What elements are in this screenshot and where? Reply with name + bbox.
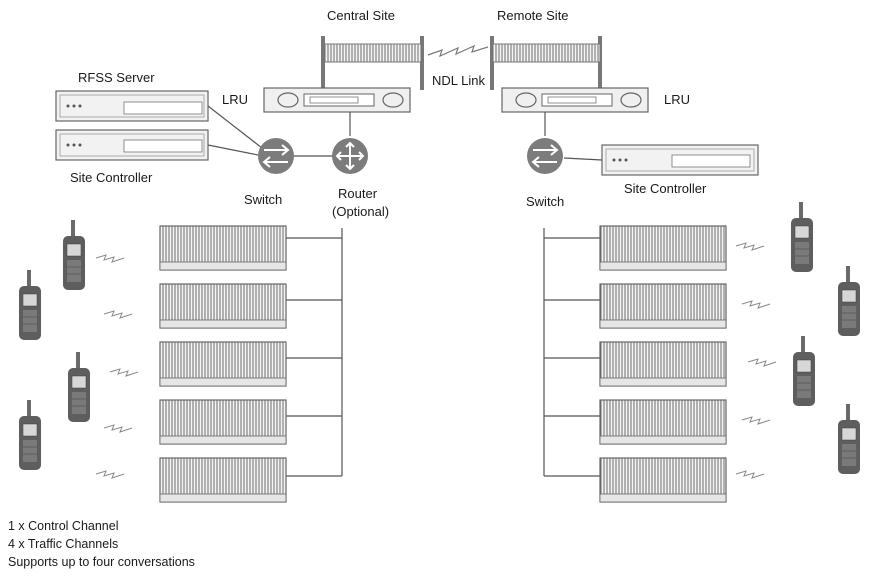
label-lru-right: LRU (664, 92, 690, 107)
radio-signal (741, 416, 771, 425)
switch-left-icon (258, 138, 294, 174)
handheld-radio-icon (837, 403, 861, 475)
repeater-rack (599, 341, 727, 387)
repeater-rack (599, 225, 727, 271)
label-site-controller-left: Site Controller (70, 170, 153, 185)
repeater-rack (159, 283, 287, 329)
handheld-radio-icon (18, 399, 42, 471)
label-router-optional: (Optional) (332, 204, 389, 219)
repeater-rack (159, 341, 287, 387)
radio-signal (735, 242, 765, 251)
radio-signal (103, 424, 133, 433)
repeater-rack (159, 225, 287, 271)
note-conversations: Supports up to four conversations (8, 555, 195, 569)
radio-signal (741, 300, 771, 309)
router-icon (332, 138, 368, 174)
handheld-radio-icon (18, 269, 42, 341)
label-switch-left: Switch (244, 192, 282, 207)
radio-signal (103, 310, 133, 319)
note-control-channel: 1 x Control Channel (8, 519, 119, 533)
radio-signal (735, 470, 765, 479)
label-ndl-link: NDL Link (432, 73, 485, 88)
handheld-radio-icon (792, 335, 816, 407)
site-controller-left (55, 129, 209, 161)
label-rfss-server: RFSS Server (78, 70, 155, 85)
radio-signal (747, 358, 777, 367)
label-remote-site: Remote Site (497, 8, 569, 23)
label-central-site: Central Site (327, 8, 395, 23)
lru-central (263, 87, 411, 113)
radio-signal (109, 368, 139, 377)
repeater-rack (599, 457, 727, 503)
lru-remote (501, 87, 649, 113)
handheld-radio-icon (62, 219, 86, 291)
label-router: Router (338, 186, 378, 201)
radio-signal (95, 470, 125, 479)
label-switch-right: Switch (526, 194, 564, 209)
handheld-radio-icon (790, 201, 814, 273)
note-traffic-channels: 4 x Traffic Channels (8, 537, 119, 551)
radio-signal (95, 254, 125, 263)
central-site-antenna (321, 36, 424, 90)
handheld-radio-icon (67, 351, 91, 423)
label-site-controller-right: Site Controller (624, 181, 707, 196)
switch-right-icon (527, 138, 563, 174)
site-controller-right (601, 144, 759, 176)
connection-lines (207, 105, 603, 477)
rfss-server (55, 90, 209, 122)
label-lru-left: LRU (222, 92, 248, 107)
repeater-rack (599, 399, 727, 445)
handheld-radio-icon (837, 265, 861, 337)
repeater-rack (159, 457, 287, 503)
remote-site-antenna (490, 36, 602, 90)
repeater-rack (159, 399, 287, 445)
ndl-link-signal (427, 44, 489, 58)
repeater-rack (599, 283, 727, 329)
